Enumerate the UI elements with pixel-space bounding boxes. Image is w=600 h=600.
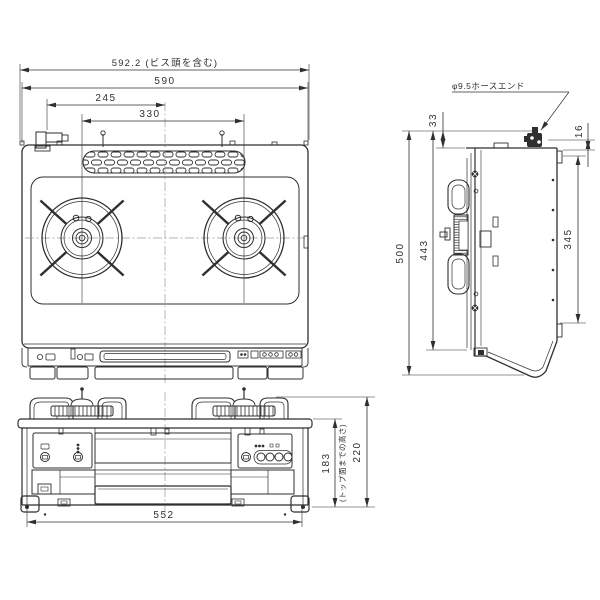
dim-overall-width-label: 590	[154, 76, 175, 87]
side-screws	[471, 170, 479, 312]
dim-overall-height-side: 500	[395, 131, 524, 376]
dim-hose-rise-label: 33	[428, 113, 439, 127]
dim-base-width: 552	[26, 507, 303, 527]
dim-overall-height-front: 220	[276, 396, 375, 507]
right-control-icons	[237, 350, 302, 359]
left-panel-buttons	[40, 443, 83, 462]
dim-hose-to-center: 245	[46, 93, 165, 130]
grease-tray	[94, 485, 232, 505]
dim-overall-width-with-screws: 592.2 (ビス頭を含む)	[19, 57, 310, 140]
dim-burner-pitch-label: 330	[139, 109, 160, 120]
dim-height-to-top-note: (トップ面までの高さ)	[337, 424, 347, 502]
rear-screw-dots	[551, 178, 555, 302]
dim-height-to-top: 183 (トップ面までの高さ)	[312, 418, 375, 508]
control-knob-side	[439, 227, 451, 241]
front-view	[17, 386, 313, 516]
dim-body-height-side-label: 443	[419, 239, 430, 260]
gas-inlet-elbow	[34, 131, 69, 152]
dim-rear-step: 16	[548, 123, 595, 167]
dim-rear-step-label: 16	[574, 124, 585, 138]
left-foot	[20, 495, 40, 513]
dim-burner-pitch: 330	[82, 109, 244, 124]
grill-pins	[100, 130, 225, 147]
dim-overall-width: 590	[21, 76, 309, 143]
left-control-panel	[32, 432, 93, 469]
top-view	[19, 102, 309, 384]
dim-overall-height-side-label: 500	[395, 242, 406, 263]
front-strip	[21, 343, 309, 380]
grill-exhaust-vent	[82, 150, 246, 174]
hose-end-callout: φ9.5ホースエンド	[452, 81, 570, 131]
hose-end-fitting	[524, 127, 542, 147]
dim-overall-height-front-label: 220	[352, 441, 363, 462]
right-foot	[290, 495, 310, 513]
left-control-icons	[37, 348, 94, 361]
dim-hose-rise: 33	[402, 112, 532, 149]
dimensions: 592.2 (ビス頭を含む) 590 245 330 φ9.5ホースエンド	[19, 57, 595, 527]
dim-rear-mount-pitch-label: 345	[563, 228, 574, 249]
side-view	[439, 127, 563, 378]
foot-pad	[478, 350, 484, 355]
battery-compartment	[31, 469, 96, 495]
lower-front	[20, 469, 310, 513]
hose-end-note-label: φ9.5ホースエンド	[452, 81, 525, 91]
grill-window-side	[453, 214, 469, 256]
dim-overall-width-with-screws-label: 592.2 (ビス頭を含む)	[112, 57, 219, 69]
grill-door-handle	[99, 350, 231, 363]
dim-height-to-top-label: 183	[321, 452, 332, 473]
right-panel-buttons	[241, 443, 293, 465]
screw-heads	[19, 140, 309, 249]
side-details	[479, 142, 563, 338]
front-feet-row	[29, 366, 304, 380]
dim-body-height-side: 443	[419, 131, 467, 351]
top-plate-edge	[17, 418, 313, 429]
dim-hose-to-center-label: 245	[95, 93, 116, 104]
dim-rear-mount-pitch: 345	[560, 155, 586, 324]
grill-front-face	[94, 432, 232, 464]
right-control-panel	[237, 433, 293, 469]
dim-base-width-label: 552	[153, 510, 174, 521]
